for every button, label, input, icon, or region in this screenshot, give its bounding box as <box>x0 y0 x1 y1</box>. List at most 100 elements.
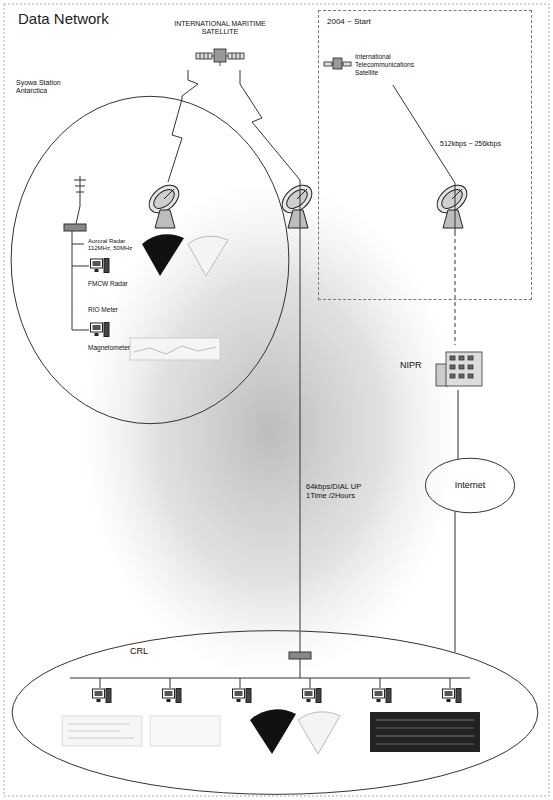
computer-icon <box>443 689 462 703</box>
radar-images-part <box>188 236 228 276</box>
crl-images-part <box>68 731 120 732</box>
connector <box>240 70 300 630</box>
radar-images-part <box>130 338 220 360</box>
internet-cloud: Internet <box>425 458 515 513</box>
syowa-lan <box>64 176 89 330</box>
instrument-label: Auroral Radar 112MHz, 50MHz <box>88 238 136 252</box>
node-label: CRL <box>130 646 148 657</box>
node-label: International Telecommunications Satelli… <box>355 53 435 76</box>
syowa-lan-part <box>75 186 85 187</box>
crl-lan-part <box>240 678 241 688</box>
link-line <box>240 70 300 630</box>
crl-lan-part <box>300 631 301 652</box>
connector <box>455 511 456 652</box>
crl-images-part <box>250 709 296 754</box>
maritime-satellite-icon-part <box>236 53 237 59</box>
link-label: 512kbps ~ 256kbps <box>440 140 501 148</box>
relay-dish <box>277 180 317 228</box>
grey-haze <box>80 180 460 680</box>
syowa-uplink-bolt-part <box>168 99 182 182</box>
crl-images-part <box>370 712 480 752</box>
radar-images <box>130 234 228 360</box>
crl-images-part <box>150 716 220 746</box>
computer-icon <box>373 689 392 703</box>
maritime-satellite-icon-part <box>232 53 233 59</box>
region-outline-line <box>11 96 289 423</box>
maritime-satellite-icon-part <box>220 62 221 66</box>
syowa-lan-part <box>72 231 73 330</box>
crl-lan-part <box>450 678 451 688</box>
syowa-lan-part <box>76 192 84 193</box>
maritime-satellite-icon-part <box>228 53 244 59</box>
crl-lan-part <box>170 678 171 688</box>
region-outline-line <box>12 631 538 795</box>
telecom-satellite-icon-part <box>333 58 342 69</box>
instrument-name: FMCW Radar <box>88 280 138 288</box>
radar-images-part <box>142 234 184 276</box>
crl-images-part <box>376 728 474 729</box>
link-label: 64kbps/DIAL UP 1Time /2Hours <box>306 482 378 500</box>
nipr-building-part <box>450 374 455 378</box>
instrument-name: Magnetometer <box>88 344 148 352</box>
new-link-box: 2004 ~ StartInternational Telecommunicat… <box>318 10 532 300</box>
crl-lan <box>70 631 470 688</box>
syowa-dish <box>144 180 184 228</box>
link-line <box>393 85 455 232</box>
link-line <box>455 511 456 652</box>
nipr-building-part <box>446 352 482 386</box>
crl-images-part <box>68 724 130 725</box>
syowa-lan-part <box>72 244 84 245</box>
lab-region: CRL <box>10 630 540 795</box>
maritime-satellite-icon <box>196 49 244 66</box>
crl-lan-part <box>310 678 311 688</box>
crl-images-part <box>376 744 474 745</box>
syowa-lan-part <box>76 206 80 224</box>
intelsat-dish <box>432 180 472 228</box>
crl-lan-part <box>300 659 301 678</box>
nipr-building <box>436 352 482 386</box>
syowa-lan-part <box>74 180 86 181</box>
station-region: Syowa Station AntarcticaAuroral Radar 11… <box>10 95 290 425</box>
satellite-node: International Telecommunications Satelli… <box>325 51 439 85</box>
crl-lan-part <box>70 678 470 679</box>
maritime-satellite-icon-part <box>204 53 205 59</box>
crl-lan-part <box>380 678 381 688</box>
node-label: Syowa Station Antarctica <box>16 79 92 96</box>
telecom-satellite-icon-part <box>324 62 332 66</box>
page-border <box>4 4 549 796</box>
instrument-label: Magnetometer <box>88 344 148 352</box>
node-label: 2004 ~ Start <box>327 17 371 27</box>
crl-images-part <box>68 738 134 739</box>
computer-icon <box>91 323 110 337</box>
instrument-label: RIO Meter <box>88 306 138 314</box>
nipr-building-part <box>459 374 464 378</box>
telecom-satellite-icon-part <box>343 62 351 66</box>
crl-lan-part <box>100 678 101 688</box>
nipr-building-part <box>450 365 455 369</box>
crl-images-part <box>298 712 340 754</box>
computer-icon <box>91 259 110 273</box>
maritime-satellite-icon-part <box>196 53 212 59</box>
crl-lan-part <box>289 652 311 659</box>
crl-images-part <box>376 736 474 737</box>
radar-images-part <box>134 346 216 354</box>
nipr-building-part <box>459 365 464 369</box>
node-label: Internet <box>425 480 515 491</box>
connector <box>393 85 455 345</box>
computer-icon <box>303 689 322 703</box>
nipr-building-part <box>468 356 473 360</box>
syowa-lan-part <box>64 224 86 231</box>
diagram-title: Data Network <box>18 10 109 27</box>
node-label: INTERNATIONAL MARITIME SATELLITE <box>164 20 276 37</box>
maritime-satellite-icon-part <box>208 53 209 59</box>
syowa-lan-part <box>72 266 89 267</box>
connector <box>182 70 198 99</box>
nipr-building-part <box>459 356 464 360</box>
maritime-satellite-icon-part <box>240 53 241 59</box>
nipr-building-part <box>468 374 473 378</box>
instrument-name: Auroral Radar 112MHz, 50MHz <box>88 238 136 252</box>
